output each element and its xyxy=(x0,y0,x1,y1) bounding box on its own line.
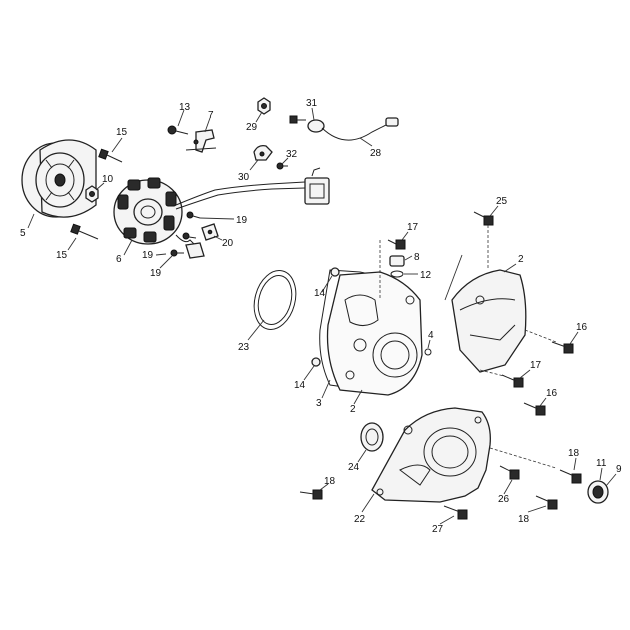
callout-11: 11 xyxy=(596,458,607,469)
screw-19-a xyxy=(186,211,201,219)
callout-16-upper: 16 xyxy=(576,322,588,333)
callout-2-lower: 2 xyxy=(350,404,356,415)
callout-28: 28 xyxy=(370,148,382,159)
gasket-ring-23 xyxy=(253,270,297,330)
bolt-15-lower xyxy=(70,223,99,240)
sprocket-cover-2 xyxy=(451,269,527,373)
callout-26: 26 xyxy=(498,494,510,505)
callout-10: 10 xyxy=(102,174,114,185)
pickup-plate-20 xyxy=(201,223,219,241)
bolt-13 xyxy=(167,125,189,135)
bolt-25 xyxy=(473,211,494,226)
callout-19-mid: 19 xyxy=(142,250,154,261)
callout-16-lower: 16 xyxy=(546,388,558,399)
plug-8 xyxy=(389,255,405,267)
leader-lines xyxy=(27,107,617,525)
flywheel-rotor xyxy=(21,139,97,218)
callout-13: 13 xyxy=(179,102,191,113)
clamp-30 xyxy=(253,144,273,161)
callout-18-right: 18 xyxy=(518,514,530,525)
bolt-18-top xyxy=(559,469,582,484)
dowel-14-lower xyxy=(311,357,321,367)
bolt-26 xyxy=(499,465,520,480)
callout-17-upper: 17 xyxy=(407,222,419,233)
callout-31: 31 xyxy=(306,98,318,109)
bolt-17-upper xyxy=(387,239,406,250)
bolt-31 xyxy=(289,115,306,124)
nut-29 xyxy=(257,97,271,115)
callout-15-lower: 15 xyxy=(56,250,68,261)
oring-4 xyxy=(424,348,432,356)
bracket-7 xyxy=(185,129,217,153)
nut-10 xyxy=(85,185,99,203)
callout-18-left: 18 xyxy=(324,476,336,487)
bolt-17-lower xyxy=(501,374,524,388)
callout-3: 3 xyxy=(316,398,322,409)
assembly-line-18 xyxy=(489,447,557,469)
callout-14-lower: 14 xyxy=(294,380,306,391)
callout-24: 24 xyxy=(348,462,360,473)
callout-15-upper: 15 xyxy=(116,127,128,138)
assembly-line-17b xyxy=(479,369,505,377)
callout-6: 6 xyxy=(116,254,122,265)
oring-12 xyxy=(390,270,404,278)
screw-32 xyxy=(276,162,288,170)
callout-25: 25 xyxy=(496,196,508,207)
callout-22: 22 xyxy=(354,514,366,525)
callout-8: 8 xyxy=(414,252,420,263)
bolt-27 xyxy=(443,505,468,520)
callout-32: 32 xyxy=(286,149,298,160)
callout-20: 20 xyxy=(222,238,234,249)
bolt-16-lower xyxy=(523,402,546,416)
dowel-14-upper xyxy=(330,267,340,277)
screw-19-b xyxy=(182,232,197,240)
outer-cover-22 xyxy=(371,407,491,503)
callout-18-top: 18 xyxy=(568,448,580,459)
cap-11 xyxy=(587,480,609,504)
callout-4: 4 xyxy=(428,330,434,341)
bolt-15-upper xyxy=(98,148,123,163)
callout-29: 29 xyxy=(246,122,258,133)
assembly-line-16a xyxy=(524,329,557,343)
stator-wire-harness xyxy=(175,167,330,251)
screw-19-c xyxy=(170,249,184,257)
oil-seal-24 xyxy=(360,422,384,452)
callout-27: 27 xyxy=(432,524,444,535)
stator xyxy=(113,177,183,245)
callout-labels: 13 7 29 31 15 32 30 28 10 5 19 20 19 19 … xyxy=(20,98,622,535)
pickup-coil xyxy=(185,242,205,259)
callout-2-upper: 2 xyxy=(518,254,524,265)
callout-14-upper: 14 xyxy=(314,288,326,299)
bolt-18-left xyxy=(299,489,323,500)
callout-5: 5 xyxy=(20,228,26,239)
callout-9: 9 xyxy=(616,464,622,475)
callout-19-right: 19 xyxy=(236,215,248,226)
callout-23: 23 xyxy=(238,342,250,353)
bolt-16-upper xyxy=(551,341,574,354)
bolt-18-right xyxy=(535,495,558,510)
crankcase-cover-2 xyxy=(326,271,423,396)
wire-lead-28 xyxy=(307,117,399,141)
assembly-line-2 xyxy=(444,254,463,301)
callout-7: 7 xyxy=(208,110,214,121)
callout-19-low: 19 xyxy=(150,268,162,279)
callout-30: 30 xyxy=(238,172,250,183)
callout-12: 12 xyxy=(420,270,432,281)
callout-17-lower: 17 xyxy=(530,360,542,371)
